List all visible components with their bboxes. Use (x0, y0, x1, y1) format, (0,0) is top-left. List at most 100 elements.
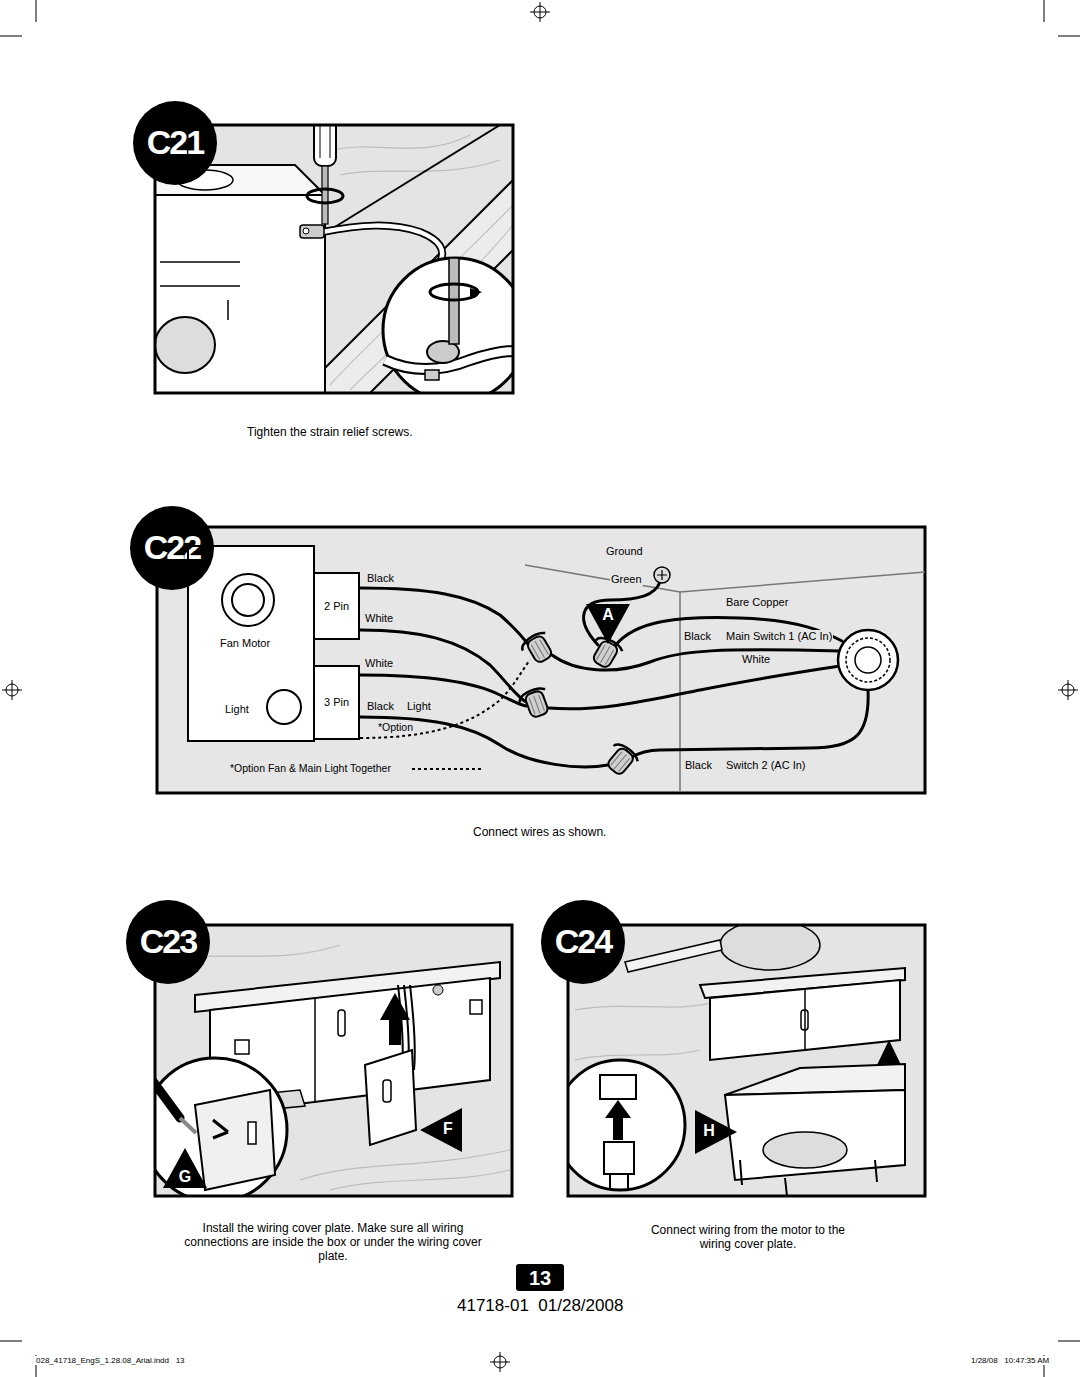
triangle-shape (695, 1110, 737, 1154)
cover-plate-illustration (155, 1058, 287, 1196)
wiring-diagram-art (519, 630, 547, 651)
motor-wiring-illustration (801, 1010, 808, 1030)
motor-wiring-illustration (763, 1132, 847, 1168)
wiring-diagram-art (596, 644, 614, 665)
printer-marks (1044, 0, 1045, 22)
wiring-diagram-art (855, 647, 881, 673)
wiring-diagram-art (267, 690, 301, 724)
strain-relief-illustration (303, 228, 309, 234)
strain-relief-illustration (322, 166, 328, 224)
motor-wiring-illustration (568, 925, 925, 1196)
file-footer: 1/28/08 10:47:35 AM (970, 1356, 1050, 1365)
step-badge: C23 (126, 900, 210, 984)
motor-wiring-illustration (710, 980, 900, 1060)
cover-plate-illustration (155, 1080, 180, 1118)
wiring-diagram-art (525, 565, 925, 791)
wiring-diagram-art (654, 567, 670, 583)
motor-wiring-illustration (605, 1100, 631, 1140)
strain-relief-illustration (322, 226, 442, 262)
printer-marks (540, 2, 541, 22)
wiring-diagram-art (187, 545, 315, 742)
wiring-diagram-art (518, 686, 547, 703)
wiring-diagram-art (846, 638, 890, 682)
motor-wiring-illustration (568, 1060, 685, 1190)
wiring-diagram-art (360, 717, 608, 767)
cover-plate-illustration (380, 993, 410, 1045)
strain-relief-illustration (470, 288, 482, 298)
triangle-shape (695, 1110, 737, 1154)
wire-label: Bare Copper (725, 596, 789, 609)
page-number: 13 (516, 1264, 564, 1291)
step-caption: Tighten the strain relief screws. (246, 426, 414, 440)
wiring-diagram-art (157, 527, 925, 793)
node-text: G (163, 1168, 207, 1186)
strain-relief-illustration (160, 285, 240, 287)
step-badge: C22 (130, 506, 214, 590)
strain-relief-illustration (307, 189, 343, 203)
wiring-diagram-art (586, 634, 624, 671)
wiring-diagram-art (529, 694, 545, 715)
motor-wiring-illustration (720, 925, 820, 970)
step-badge: C21 (133, 101, 217, 185)
file-footer: 028_41718_EngS_1.28.08_Arial.indd 13 (35, 1356, 186, 1365)
motor-wiring-illustration (575, 1000, 720, 1010)
wiring-diagram-art (614, 740, 640, 764)
triangle-shape (420, 1108, 462, 1152)
wire-label: White (364, 657, 394, 670)
cover-plate-illustration (195, 1090, 275, 1190)
strain-relief-illustration (300, 225, 324, 238)
cover-plate-illustration (330, 1170, 510, 1190)
cover-plate-illustration (433, 985, 443, 995)
node-subtext: Light (225, 703, 249, 715)
cover-plate-illustration (470, 1000, 482, 1014)
motor-wiring-illustration (575, 1000, 720, 1060)
printer-marks (12, 680, 13, 700)
wiring-diagram-art (157, 527, 925, 793)
fan-housing-box: Fan MotorLight (187, 545, 315, 742)
connector-box: 3 Pin (313, 665, 360, 740)
triangle-shape (586, 604, 630, 644)
cover-plate-illustration (213, 1120, 228, 1138)
strain-relief-illustration (155, 195, 325, 393)
strain-relief-illustration (425, 370, 439, 380)
wiring-diagram-art (232, 584, 264, 616)
panel-frame (155, 925, 512, 1196)
wiring-diagram-art (360, 630, 526, 702)
callout-letter: G (163, 1148, 207, 1188)
step-badge: C24 (541, 900, 625, 984)
step-caption: Connect wiring from the motor to the wir… (647, 1224, 849, 1252)
node-text: Fan Motor (220, 637, 270, 649)
node-text: 13 (529, 1267, 551, 1289)
printer-marks (1058, 1341, 1080, 1342)
motor-wiring-illustration (725, 1090, 905, 1180)
node-text: C24 (555, 923, 611, 960)
printer-marks (1058, 36, 1080, 37)
motor-wiring-illustration (610, 1174, 628, 1190)
cover-plate-illustration (338, 1010, 345, 1036)
wiring-diagram-art (519, 630, 557, 667)
wiring-diagram-art (531, 639, 549, 660)
cover-plate-illustration (383, 1080, 391, 1102)
connector-box: 2 Pin (313, 572, 360, 640)
wiring-diagram-art (549, 666, 840, 709)
strain-relief-illustration (330, 125, 500, 230)
step-caption: Connect wires as shown. (472, 826, 607, 840)
strain-relief-illustration (320, 125, 321, 158)
strain-relief-illustration (227, 300, 229, 320)
wiring-diagram-art (360, 588, 530, 647)
wire-label: Light (406, 700, 432, 713)
node-text: C22 (144, 529, 200, 566)
cover-plate-illustration (155, 925, 512, 1196)
wiring-diagram-art (584, 582, 660, 645)
printer-marks (1068, 680, 1069, 700)
wiring-diagram-art (360, 660, 530, 738)
wiring-diagram-art (838, 630, 898, 690)
strain-relief-illustration (160, 261, 240, 263)
wiring-diagram-art (657, 570, 667, 580)
node-text: C21 (147, 124, 203, 161)
wire-label: Black (366, 700, 395, 713)
wire-label: White (741, 653, 771, 666)
wiring-diagram-art (222, 574, 274, 626)
